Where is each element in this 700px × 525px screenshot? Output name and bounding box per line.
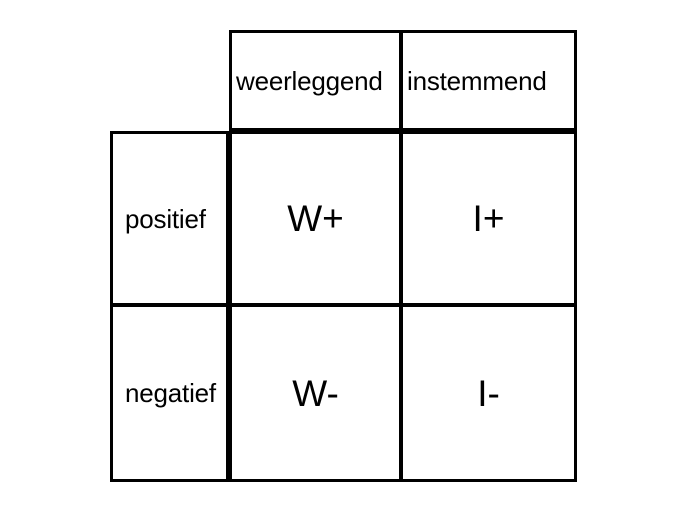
column-header-weerleggend: weerleggend: [229, 30, 402, 131]
matrix-cell-value: I-: [477, 372, 500, 414]
matrix-cell-negatief-weerleggend: W-: [229, 304, 402, 482]
matrix-cell-positief-weerleggend: W+: [229, 131, 402, 306]
matrix-corner-cell: [110, 30, 229, 131]
row-header-positief: positief: [110, 131, 229, 306]
matrix-table: weerleggend instemmend positief W+ I+ ne…: [110, 30, 577, 482]
column-header-label: weerleggend: [236, 65, 383, 96]
matrix-cell-positief-instemmend: I+: [400, 131, 577, 306]
row-header-label: negatief: [125, 378, 216, 408]
matrix-cell-value: W+: [287, 198, 344, 239]
matrix-cell-negatief-instemmend: I-: [400, 304, 577, 482]
row-header-label: positief: [125, 203, 206, 234]
matrix-cell-value: I+: [472, 198, 505, 239]
matrix-cell-value: W-: [292, 372, 339, 414]
row-header-negatief: negatief: [110, 304, 229, 482]
column-header-instemmend: instemmend: [400, 30, 577, 131]
column-header-label: instemmend: [407, 65, 547, 96]
